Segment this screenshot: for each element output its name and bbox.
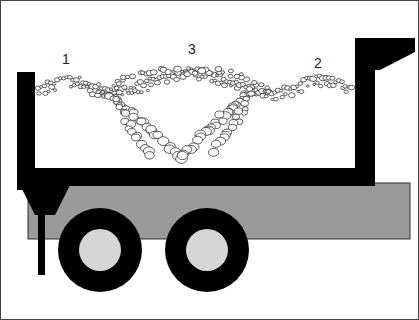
- front-wall: [355, 60, 375, 186]
- pebble: [234, 108, 242, 114]
- pebble: [141, 83, 147, 88]
- pebble: [112, 85, 115, 87]
- trailer-floor: [17, 168, 375, 186]
- pebble: [109, 88, 112, 90]
- pebble: [318, 84, 322, 87]
- pebble: [330, 76, 335, 80]
- pebble: [121, 110, 129, 116]
- pebble: [154, 80, 160, 85]
- pebble: [299, 90, 304, 94]
- pebble: [150, 70, 157, 75]
- pebble: [116, 104, 123, 109]
- pebble: [289, 93, 295, 98]
- pebble: [265, 86, 270, 90]
- wheel-hub: [186, 229, 228, 271]
- callout-number: 3: [188, 42, 196, 56]
- pebble: [164, 80, 170, 84]
- pebble: [344, 90, 348, 93]
- pebble: [122, 85, 127, 89]
- pebble: [296, 85, 299, 87]
- pebble: [264, 95, 268, 98]
- pebble: [78, 76, 81, 79]
- pebble: [215, 111, 224, 118]
- pebble: [174, 66, 182, 72]
- headboard: [355, 38, 415, 70]
- pebble: [149, 83, 154, 87]
- pebble: [228, 69, 233, 73]
- pebble: [313, 83, 316, 85]
- pebble: [198, 68, 206, 74]
- wheel: [165, 208, 249, 292]
- pebble: [125, 75, 129, 78]
- pebble: [47, 90, 50, 92]
- pebble: [259, 83, 264, 87]
- pebble: [284, 93, 288, 96]
- pebble: [192, 71, 198, 75]
- pebble: [53, 89, 56, 92]
- pebble: [273, 97, 278, 101]
- pebble: [228, 74, 233, 78]
- pebble: [306, 85, 309, 87]
- pebble: [266, 90, 271, 94]
- wheel: [58, 208, 142, 292]
- pebble: [241, 100, 249, 106]
- pebble: [340, 80, 345, 84]
- pebble: [248, 91, 255, 96]
- pebble: [37, 92, 41, 95]
- pebble: [101, 90, 105, 93]
- pebble: [113, 97, 120, 102]
- pebble: [174, 77, 180, 81]
- pebble: [52, 82, 56, 85]
- gravel-piles: [35, 66, 354, 163]
- pebble: [177, 151, 188, 159]
- pebble: [349, 85, 355, 90]
- pebble: [85, 85, 89, 88]
- pebble: [42, 84, 47, 88]
- pebble: [146, 89, 149, 91]
- pebble: [145, 152, 155, 159]
- pebble: [279, 89, 283, 92]
- pebble: [131, 134, 140, 141]
- pebble: [315, 81, 319, 84]
- wheel-hub: [79, 229, 121, 271]
- pebble: [129, 74, 135, 79]
- callout-number: 1: [62, 52, 70, 66]
- pebble: [96, 90, 100, 93]
- pebble: [234, 74, 240, 78]
- pebble: [208, 148, 218, 156]
- pebble: [280, 95, 284, 98]
- pebble: [116, 82, 121, 86]
- pebble: [116, 90, 122, 95]
- pebble: [239, 73, 243, 76]
- pebble: [97, 83, 101, 86]
- pebble: [139, 91, 143, 94]
- pebble: [184, 72, 190, 77]
- pebble: [165, 70, 171, 75]
- pebble: [252, 80, 257, 84]
- pebble: [215, 66, 222, 71]
- pebble: [211, 140, 220, 147]
- callout-number: 2: [314, 56, 322, 70]
